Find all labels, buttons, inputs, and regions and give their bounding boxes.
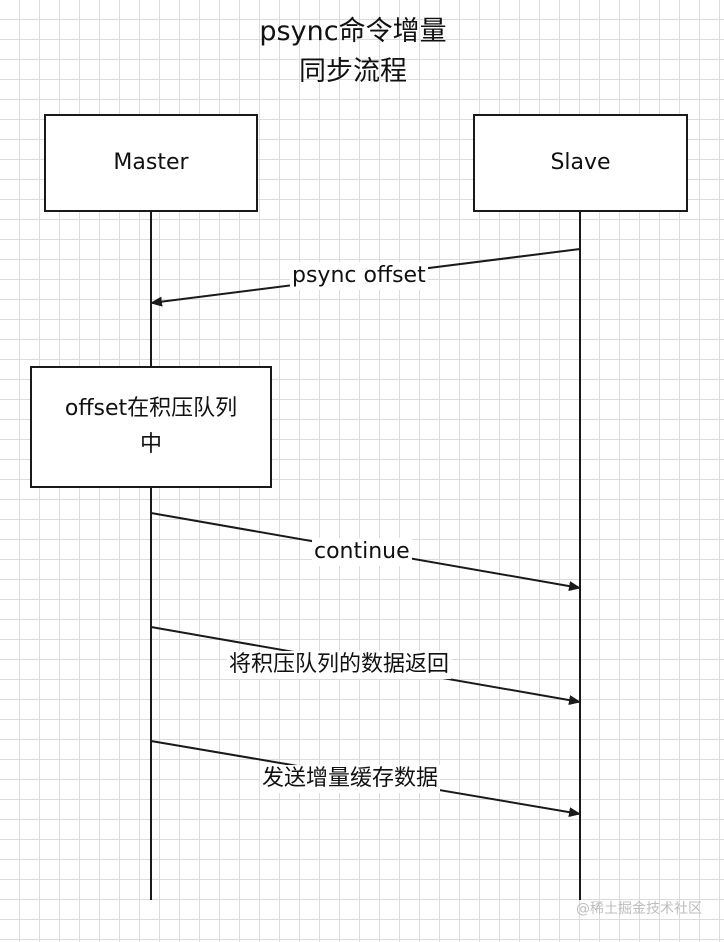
note-offset-in-backlog: offset在积压队列 中: [30, 366, 272, 488]
message-label-return-backlog: 将积压队列的数据返回: [227, 651, 452, 679]
note-line-1: offset在积压队列: [64, 396, 238, 421]
message-label-send-buffer: 发送增量缓存数据: [260, 765, 441, 793]
participant-master: Master: [44, 114, 258, 212]
message-label-continue: continue: [312, 538, 412, 566]
participant-master-label: Master: [113, 150, 189, 175]
participant-slave: Slave: [473, 114, 688, 212]
participant-slave-label: Slave: [550, 150, 611, 175]
note-line-2: 中: [139, 432, 162, 457]
message-label-psync-offset: psync offset: [290, 262, 428, 290]
diagram-title-line-1: psync命令增量: [259, 16, 447, 47]
watermark: @稀土掘金技术社区: [576, 901, 702, 917]
diagram-title-line-2: 同步流程: [299, 56, 407, 87]
